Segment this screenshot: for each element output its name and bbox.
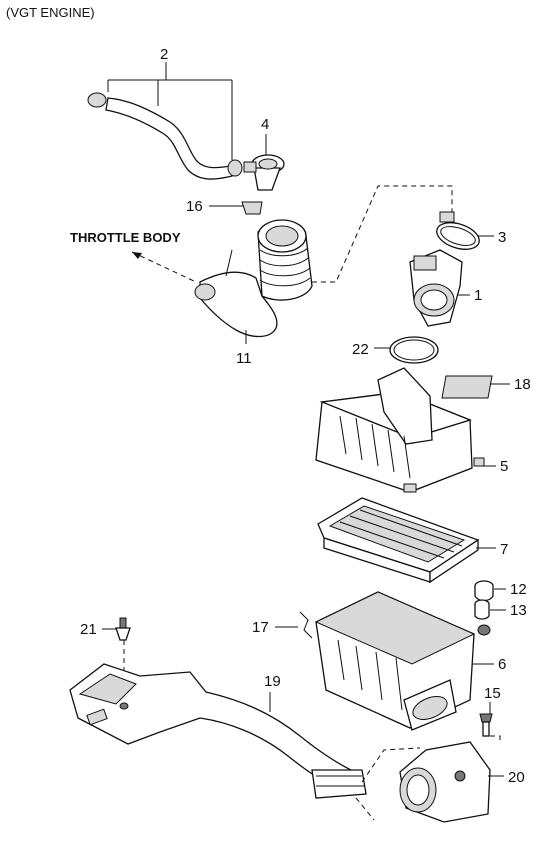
throttle-body-arrow: [131, 251, 197, 283]
label-17: 17: [252, 619, 269, 636]
part-15-bolt: [479, 713, 493, 737]
dashed-route-19-20: [361, 747, 421, 783]
part-4-fitting: [243, 154, 285, 191]
part-17-clip: [299, 611, 313, 639]
part-5-cleaner-cover: [315, 367, 485, 493]
label-20: 20: [508, 769, 525, 786]
label-6: 6: [498, 656, 506, 673]
part-12-grommet: [474, 580, 494, 602]
leader-2: [107, 79, 233, 160]
part-19-inlet-duct: [69, 663, 367, 799]
part-13-bushing: [474, 599, 490, 620]
label-21: 21: [80, 621, 97, 638]
label-5: 5: [500, 458, 508, 475]
part-18-label: [441, 375, 493, 399]
part-21-push-clip: [115, 617, 131, 641]
dashed-route-11-3: [312, 185, 453, 283]
arrowhead-icon: [132, 252, 142, 259]
part-6-cleaner-body: [314, 591, 491, 731]
label-13: 13: [510, 602, 527, 619]
label-18: 18: [514, 376, 531, 393]
label-22: 22: [352, 341, 369, 358]
part-20-resonator: [399, 741, 491, 823]
part-3-clamp: [436, 211, 480, 250]
part-7-filter-element: [317, 497, 480, 584]
part-11-intake-hose: [194, 219, 313, 338]
label-19: 19: [264, 673, 281, 690]
label-16: 16: [186, 198, 203, 215]
label-4: 4: [261, 116, 269, 133]
label-11: 11: [236, 350, 252, 367]
o-ring-inner: [393, 339, 435, 361]
label-7: 7: [500, 541, 508, 558]
dashed-route-15-20: [490, 735, 501, 744]
label-12: 12: [510, 581, 527, 598]
label-2: 2: [160, 46, 168, 63]
part-16-clip: [241, 201, 263, 215]
engine-label: (VGT ENGINE): [6, 5, 95, 20]
label-15: 15: [484, 685, 501, 702]
part-2-hose: [87, 92, 243, 180]
label-3: 3: [498, 229, 506, 246]
label-1: 1: [474, 287, 482, 304]
dashed-route-19-lower: [355, 797, 375, 821]
part-1-air-flow-sensor: [409, 249, 463, 327]
throttle-body-label: THROTTLE BODY: [70, 230, 181, 245]
